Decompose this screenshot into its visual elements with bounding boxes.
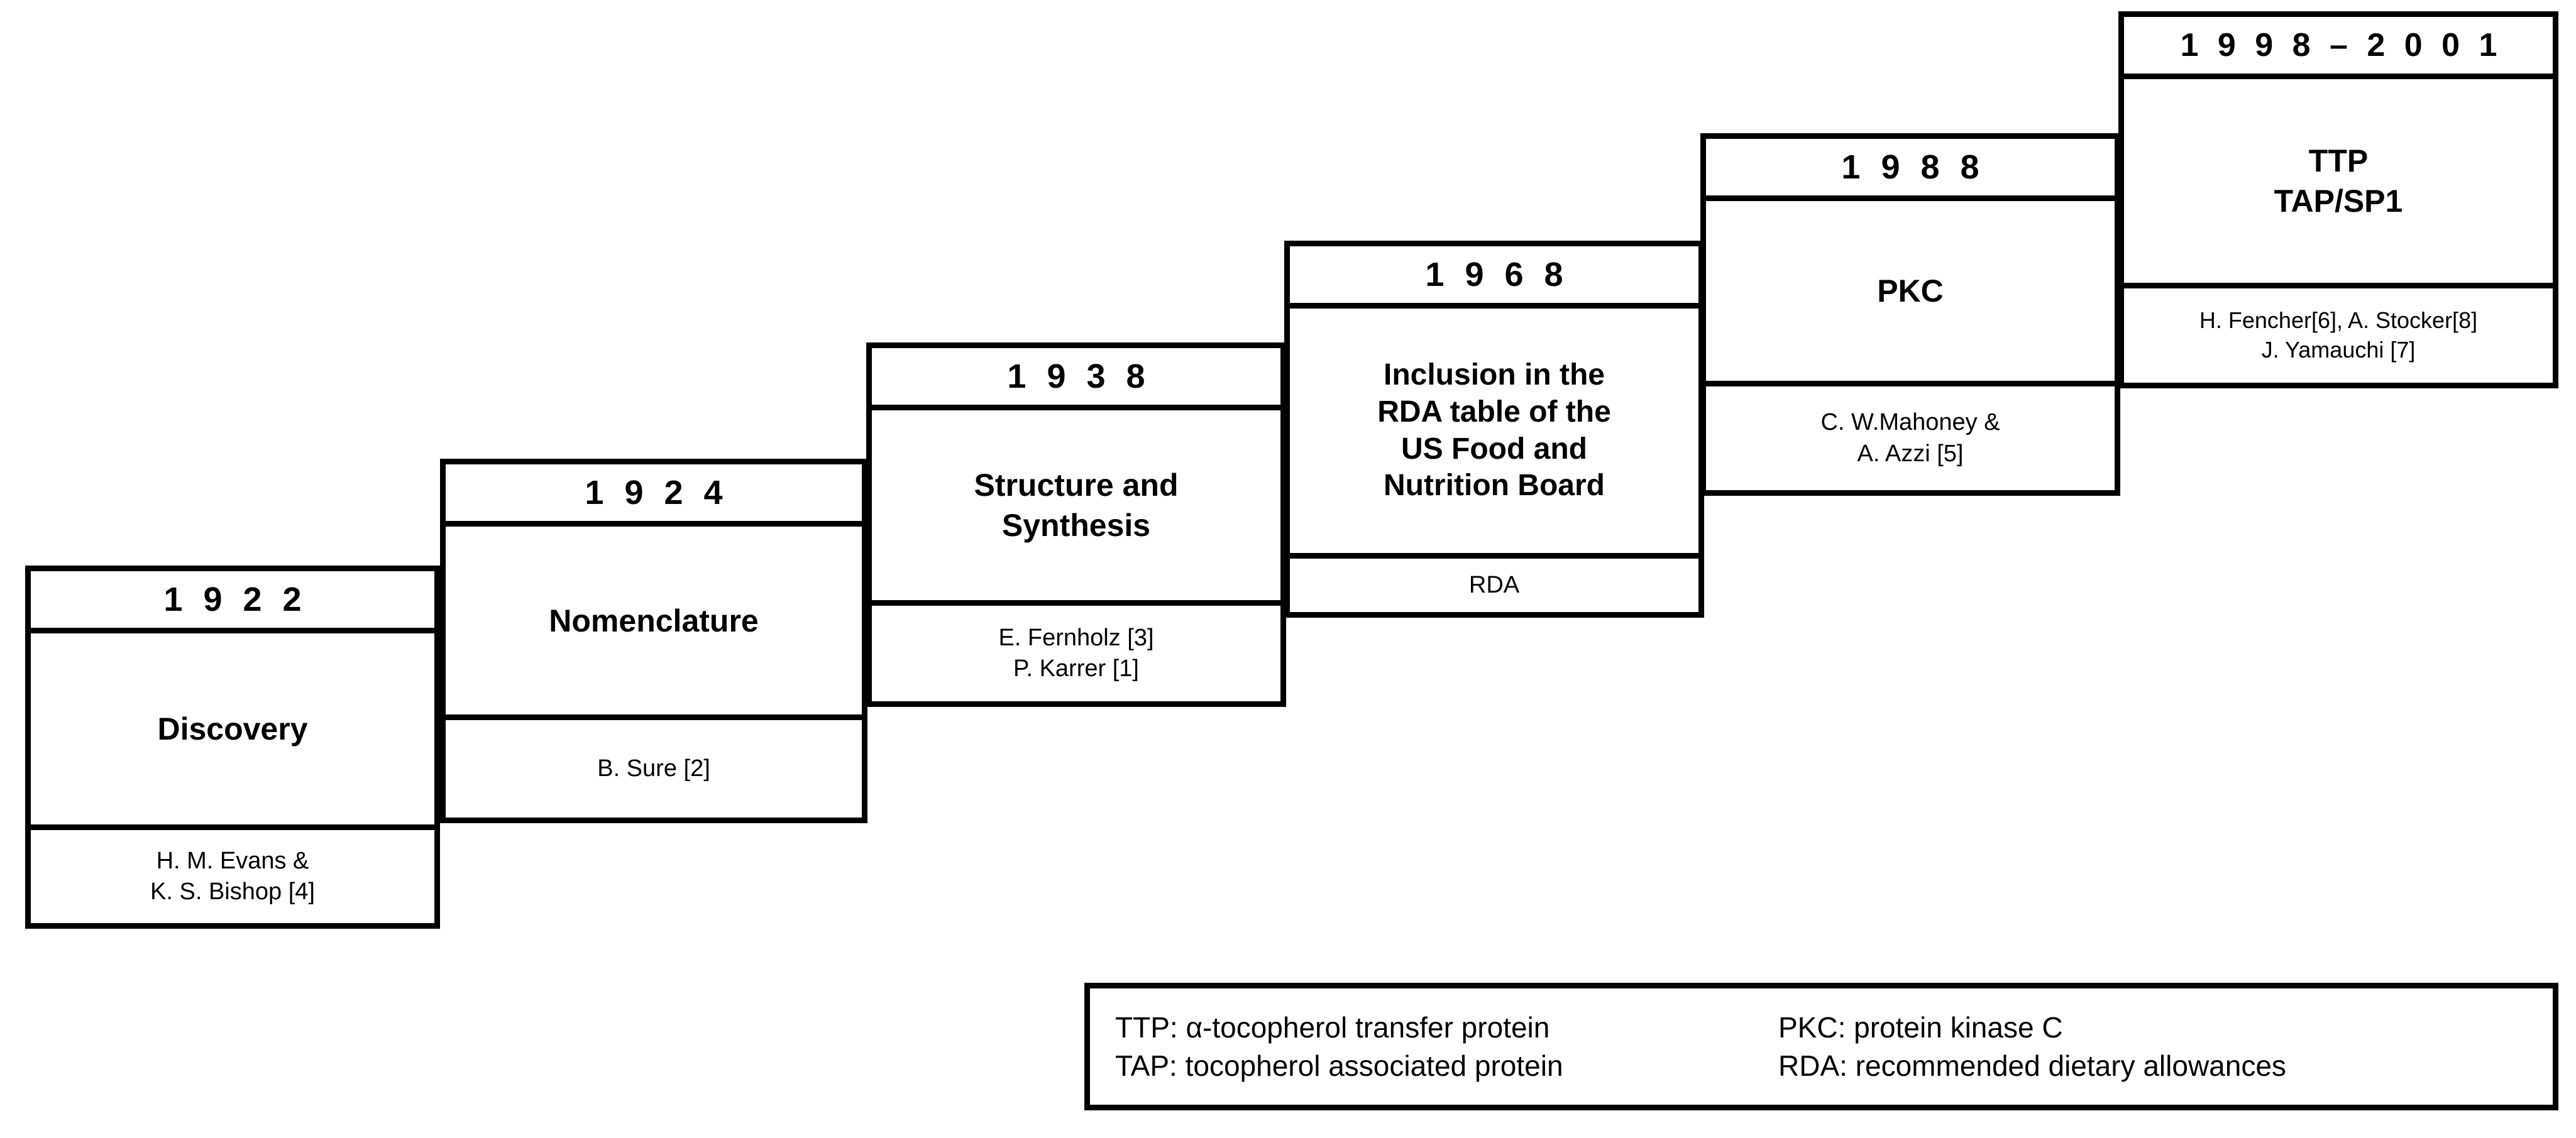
legend-entry-pkc: PKC: protein kinase C bbox=[1778, 1011, 2063, 1044]
milestone-box-1938: 1 9 3 8 Structure and Synthesis E. Fernh… bbox=[866, 342, 1286, 707]
legend-entry-ttp: TTP: α-tocopherol transfer protein bbox=[1115, 1011, 1550, 1044]
milestone-refs-1938: E. Fernholz [3] P. Karrer [1] bbox=[998, 624, 1154, 682]
milestone-box-1968: 1 9 6 8 Inclusion in the RDA table of th… bbox=[1284, 241, 1704, 618]
abbreviation-legend-box: TTP: α-tocopherol transfer protein PKC: … bbox=[1084, 983, 2558, 1110]
milestone-box-1998-2001: 1 9 9 8 – 2 0 0 1 TTP TAP/SP1 H. Fencher… bbox=[2118, 11, 2558, 388]
milestone-refs-1998-2001: H. Fencher[6], A. Stocker[8] J. Yamauchi… bbox=[2199, 307, 2478, 363]
milestone-refs-1988: C. W.Mahoney & A. Azzi [5] bbox=[1820, 409, 2000, 467]
milestone-year-1968: 1 9 6 8 bbox=[1290, 246, 1698, 309]
milestone-title-1988: PKC bbox=[1706, 201, 2115, 386]
milestone-year-1938: 1 9 3 8 bbox=[872, 348, 1280, 410]
milestone-title-1938: Structure and Synthesis bbox=[872, 410, 1280, 606]
milestone-title-1998-2001: TTP TAP/SP1 bbox=[2124, 79, 2553, 288]
milestone-title-1924: Nomenclature bbox=[446, 527, 862, 720]
legend-entry-rda: RDA: recommended dietary allowances bbox=[1778, 1049, 2286, 1082]
milestone-refs-1968: RDA bbox=[1468, 571, 1520, 598]
milestone-year-1922: 1 9 2 2 bbox=[31, 571, 434, 633]
milestone-refs-1922: H. M. Evans & K. S. Bishop [4] bbox=[150, 847, 315, 905]
legend-entry-tap: TAP: tocopherol associated protein bbox=[1115, 1049, 1563, 1082]
milestone-refs-1924: B. Sure [2] bbox=[597, 755, 710, 782]
milestone-box-1988: 1 9 8 8 PKC C. W.Mahoney & A. Azzi [5] bbox=[1700, 133, 2120, 496]
milestone-title-1968: Inclusion in the RDA table of the US Foo… bbox=[1290, 309, 1698, 559]
milestone-box-1922: 1 9 2 2 Discovery H. M. Evans & K. S. Bi… bbox=[25, 566, 440, 929]
milestone-year-1924: 1 9 2 4 bbox=[446, 464, 862, 527]
milestone-year-1998-2001: 1 9 9 8 – 2 0 0 1 bbox=[2124, 17, 2553, 79]
milestone-year-1988: 1 9 8 8 bbox=[1706, 139, 2115, 201]
milestone-box-1924: 1 9 2 4 Nomenclature B. Sure [2] bbox=[440, 459, 867, 823]
milestone-title-1922: Discovery bbox=[31, 633, 434, 830]
legend-grid: TTP: α-tocopherol transfer protein PKC: … bbox=[1090, 1010, 2286, 1083]
